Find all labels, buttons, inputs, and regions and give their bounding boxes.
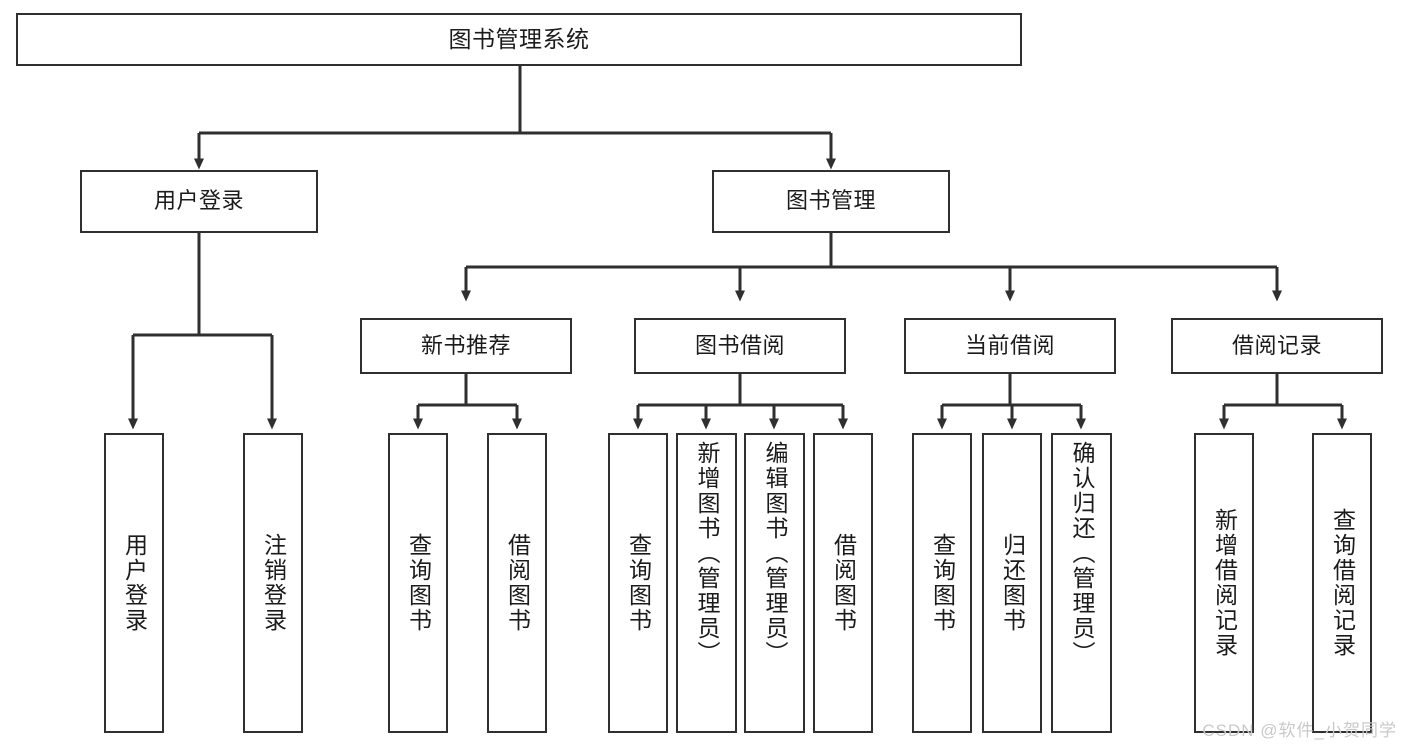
node-label: 借阅图书	[504, 533, 531, 633]
node-label: 归还图书	[999, 533, 1026, 633]
node-book-management[interactable]: 图书管理	[712, 170, 950, 233]
leaf-query-book-recommend[interactable]: 查询图书	[388, 433, 448, 733]
node-borrow-record[interactable]: 借阅记录	[1171, 318, 1383, 374]
node-label: 确认归还（管理员）	[1069, 441, 1095, 666]
leaf-add-book-admin[interactable]: 新增图书（管理员）	[676, 433, 737, 733]
node-label: 新书推荐	[420, 332, 511, 358]
node-label: 图书管理	[785, 188, 876, 214]
node-label: 新增图书（管理员）	[694, 441, 720, 666]
node-user-login[interactable]: 用户登录	[80, 170, 318, 233]
node-label: 新增借阅记录	[1211, 508, 1238, 658]
node-label: 当前借阅	[964, 332, 1055, 358]
leaf-confirm-return-admin[interactable]: 确认归还（管理员）	[1051, 433, 1112, 733]
leaf-user-login[interactable]: 用户登录	[104, 433, 164, 733]
node-label: 查询图书	[625, 533, 652, 633]
leaf-query-book-borrow[interactable]: 查询图书	[608, 433, 668, 733]
leaf-query-book-current[interactable]: 查询图书	[912, 433, 972, 733]
leaf-query-borrow-record[interactable]: 查询借阅记录	[1312, 433, 1372, 733]
node-label: 图书借阅	[694, 332, 785, 358]
leaf-add-borrow-record[interactable]: 新增借阅记录	[1194, 433, 1254, 733]
node-label: 用户登录	[121, 533, 148, 633]
node-label: 编辑图书（管理员）	[762, 441, 788, 666]
node-label: 查询图书	[405, 533, 432, 633]
node-label: 查询图书	[929, 533, 956, 633]
leaf-borrow-book-borrow[interactable]: 借阅图书	[813, 433, 873, 733]
node-label: 注销登录	[260, 533, 287, 633]
node-book-borrow[interactable]: 图书借阅	[634, 318, 846, 374]
node-label: 借阅记录	[1231, 332, 1322, 358]
node-label: 用户登录	[153, 188, 244, 214]
node-current-borrow[interactable]: 当前借阅	[904, 318, 1116, 374]
node-label: 查询借阅记录	[1329, 508, 1356, 658]
node-new-book-recommend[interactable]: 新书推荐	[360, 318, 572, 374]
leaf-logout-login[interactable]: 注销登录	[243, 433, 303, 733]
leaf-borrow-book-recommend[interactable]: 借阅图书	[487, 433, 547, 733]
leaf-edit-book-admin[interactable]: 编辑图书（管理员）	[744, 433, 805, 733]
node-root-book-management-system[interactable]: 图书管理系统	[16, 13, 1022, 66]
csdn-watermark: CSDN @软件_小贺同学	[1202, 721, 1397, 740]
leaf-return-book[interactable]: 归还图书	[982, 433, 1042, 733]
node-label: 借阅图书	[830, 533, 857, 633]
node-label: 图书管理系统	[448, 25, 590, 52]
